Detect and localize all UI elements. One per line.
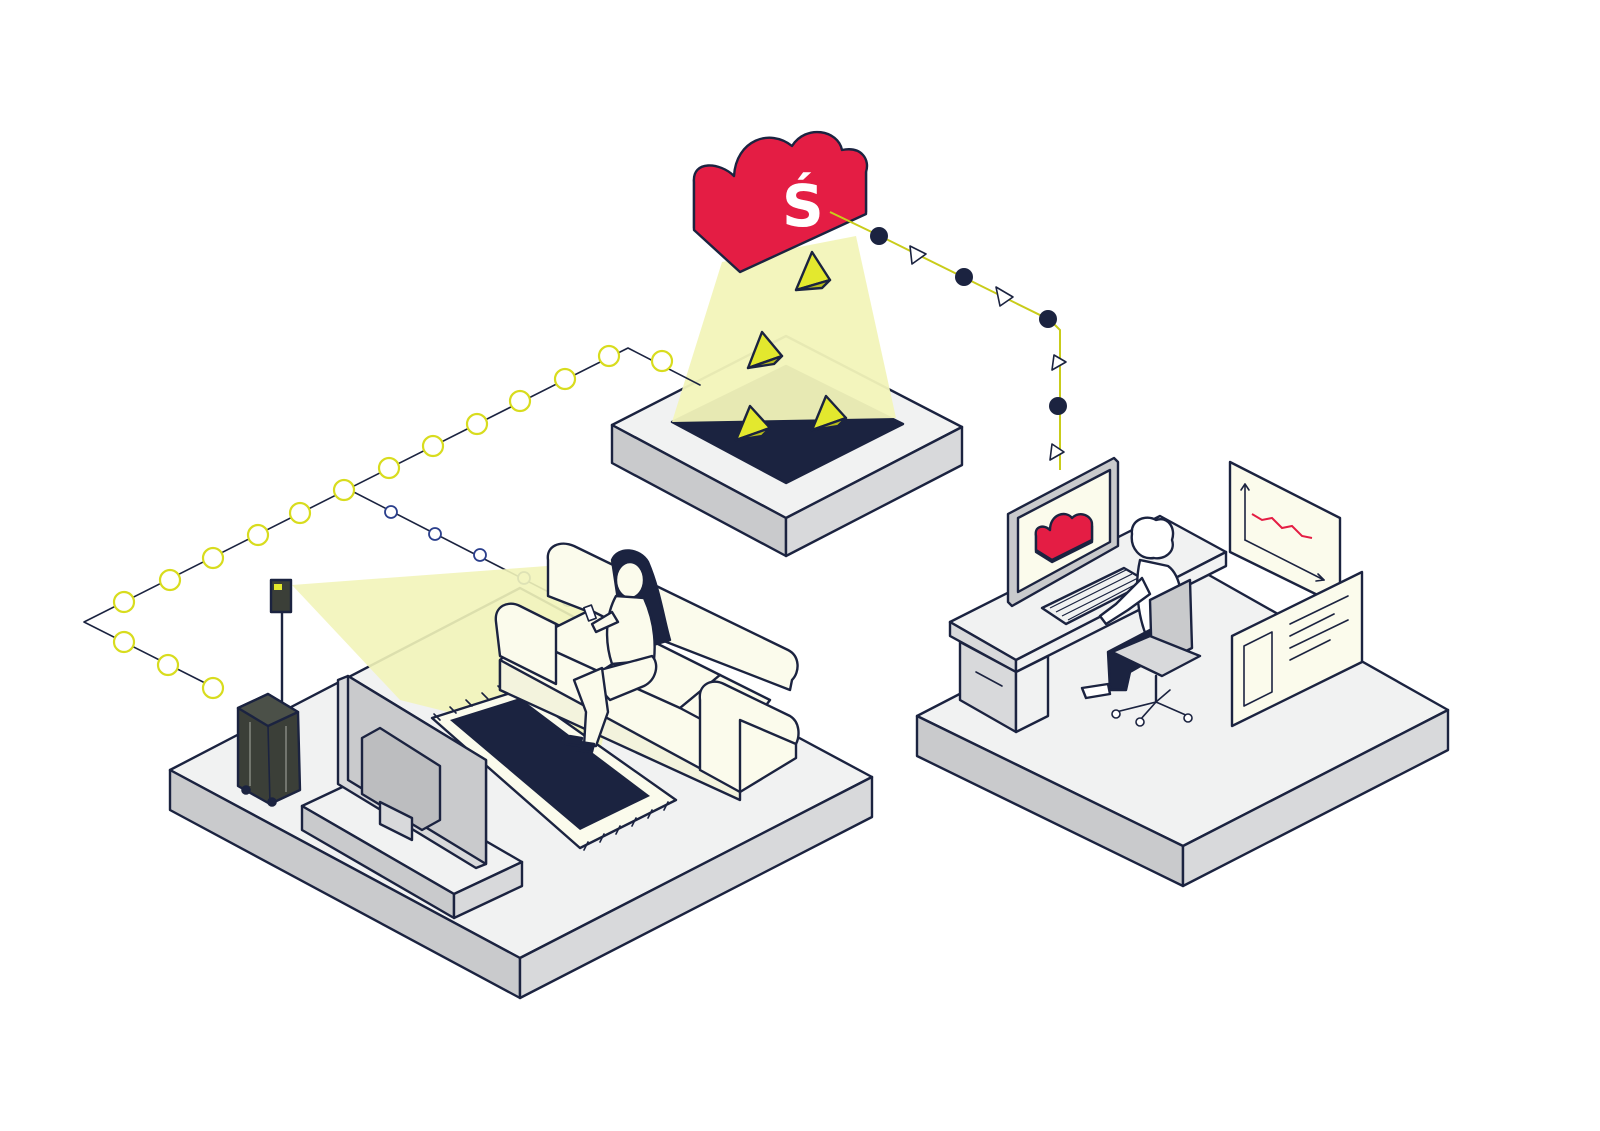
camera-icon [269, 578, 293, 708]
person-icon [564, 549, 672, 754]
cloud-beam [672, 236, 896, 422]
rug [430, 685, 678, 851]
chart-trend-line [1251, 513, 1313, 539]
tv-icon [336, 674, 488, 870]
cloud-logo: Ś [782, 171, 824, 240]
yellow-ring-nodes [112, 344, 674, 700]
document-panel-icon [1230, 570, 1364, 728]
cloud-icon: Ś [692, 130, 869, 274]
suitcase-icon [236, 692, 302, 807]
chair-icon [1110, 578, 1202, 727]
screen-cloud-icon [1034, 512, 1094, 564]
data-packet-icon [909, 245, 1067, 461]
monitor-icon [1006, 456, 1120, 608]
chart-panel-icon [1228, 460, 1342, 608]
yellow-packets [734, 250, 848, 442]
black-dot-nodes [870, 227, 1067, 415]
